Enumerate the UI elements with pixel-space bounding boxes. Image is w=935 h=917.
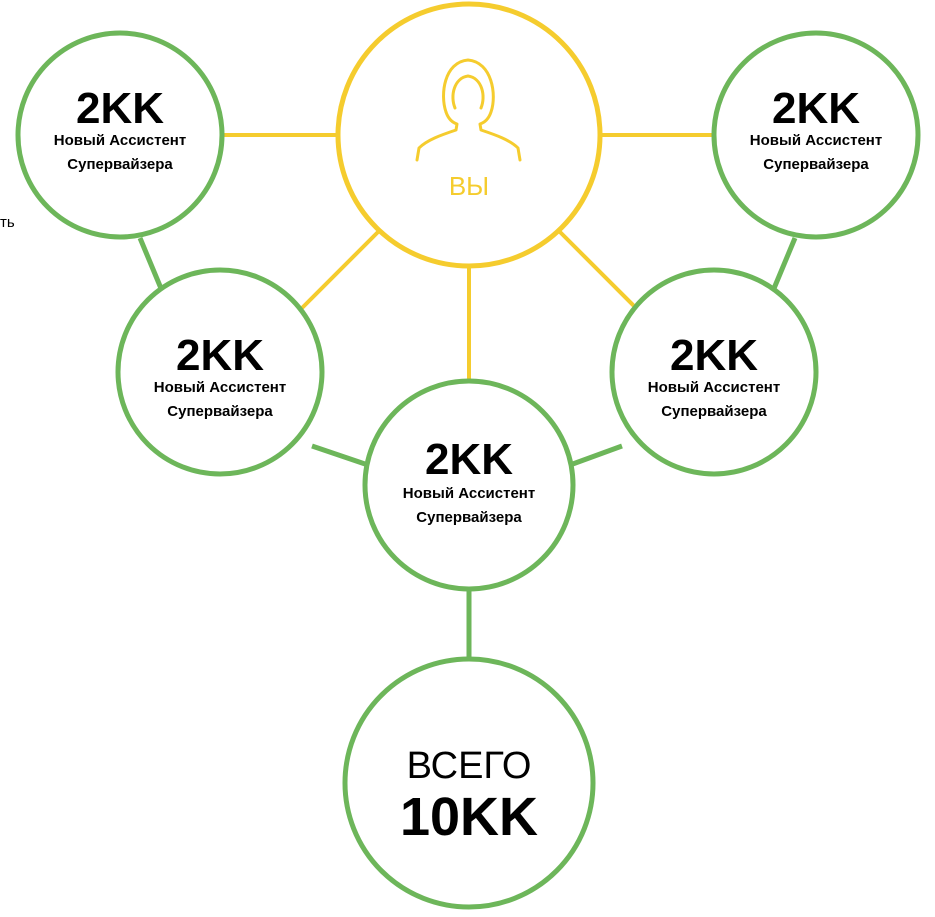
assistant-amount: 2KK [425, 435, 513, 484]
link-you-to-mid-left [298, 230, 380, 312]
assistant-role-line2: Супервайзера [661, 403, 767, 420]
assistant-role-line2: Супервайзера [763, 156, 869, 173]
cut-off-text: ть [0, 214, 15, 231]
link-you-to-mid-right [558, 230, 640, 312]
assistant-role-line1: Новый Ассистент [648, 379, 780, 396]
assistant-node: 2KK Новый Ассистент Супервайзера [15, 30, 225, 240]
assistant-node: 2KK Новый Ассистент Супервайзера [115, 267, 325, 477]
assistant-node: 2KK Новый Ассистент Супервайзера [609, 267, 819, 477]
assistant-amount: 2KK [670, 331, 758, 380]
assistant-role-line1: Новый Ассистент [750, 132, 882, 149]
assistant-role-line1: Новый Ассистент [403, 485, 535, 502]
assistant-amount: 2KK [76, 84, 164, 133]
assistant-role-line1: Новый Ассистент [154, 379, 286, 396]
assistant-role-line1: Новый Ассистент [54, 132, 186, 149]
assistant-amount: 2KK [176, 331, 264, 380]
total-node: ВСЕГО 10KK [342, 656, 596, 910]
total-amount: 10KK [400, 787, 538, 847]
link-mid-left-to-center [311, 443, 369, 468]
assistant-node: 2KK Новый Ассистент Супервайзера [362, 378, 576, 592]
you-node: ВЫ [335, 1, 603, 269]
total-label: ВСЕГО [407, 745, 532, 787]
assistant-node: 2KK Новый Ассистент Супервайзера [711, 30, 921, 240]
connectors [137, 133, 798, 660]
assistant-amount: 2KK [772, 84, 860, 133]
link-center-to-mid-right [569, 443, 623, 468]
you-label: ВЫ [449, 171, 489, 201]
assistant-role-line2: Супервайзера [167, 403, 273, 420]
assistant-role-line2: Супервайзера [67, 156, 173, 173]
person-icon [415, 58, 522, 162]
assistant-role-line2: Супервайзера [416, 509, 522, 526]
